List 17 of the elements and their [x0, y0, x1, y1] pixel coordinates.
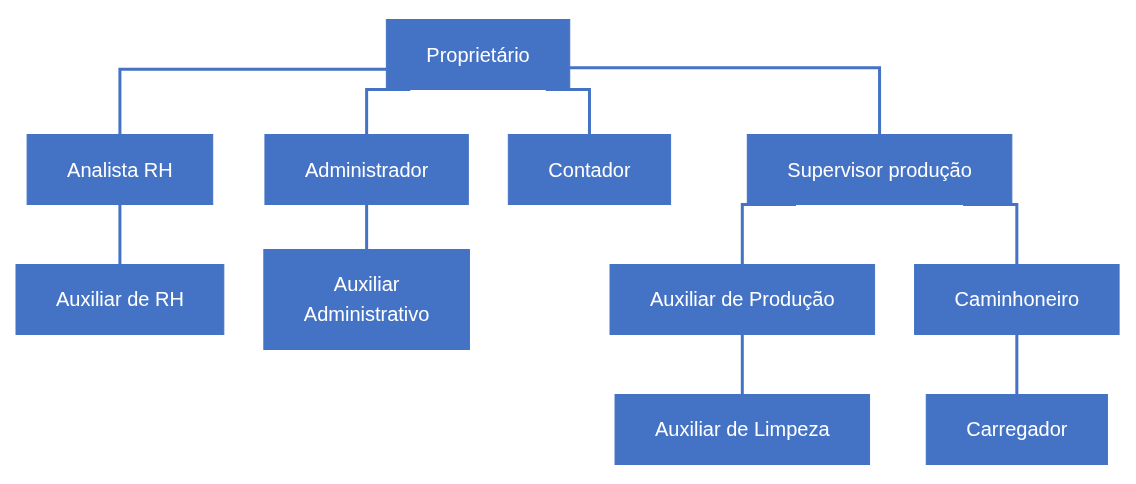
node-box: Auxiliar de RH	[15, 264, 225, 335]
node-box: Administrador	[264, 134, 470, 205]
node-box: Auxiliar de Limpeza	[615, 394, 871, 465]
connector	[741, 333, 745, 395]
node-box: Analista RH	[27, 134, 214, 205]
connector	[1015, 333, 1019, 395]
connector	[118, 203, 122, 265]
node-box: Auxiliar de Produção	[609, 264, 876, 335]
node-box: Supervisor produção	[747, 134, 1013, 205]
node-box: Caminhoneiro	[914, 264, 1121, 335]
connector	[118, 67, 387, 135]
node-box: Proprietário	[386, 19, 571, 90]
connector	[365, 203, 369, 250]
connector	[570, 66, 882, 135]
node-box: Carregador	[926, 394, 1109, 465]
node-box: Contador	[508, 134, 672, 205]
node-box: Auxiliar Administrativo	[263, 249, 471, 350]
